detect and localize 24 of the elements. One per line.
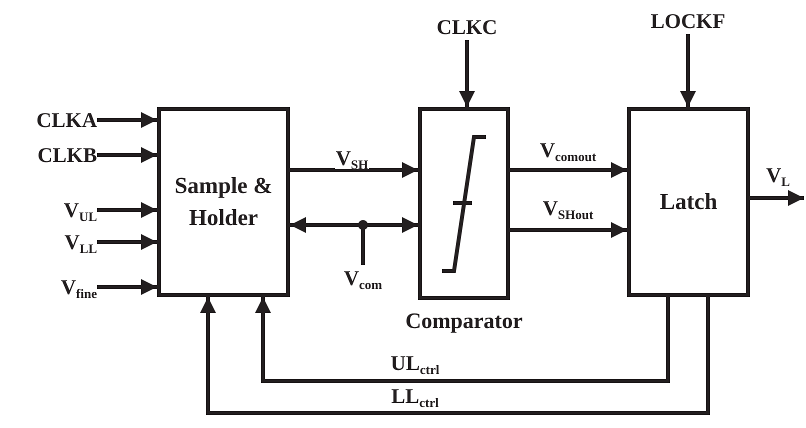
signal-label: CLKA bbox=[5, 109, 97, 132]
arrow bbox=[510, 162, 627, 178]
signal-label: LOCKF bbox=[640, 8, 736, 34]
arrow bbox=[200, 297, 710, 415]
signal-label: V$_{UL}$ bbox=[5, 199, 97, 222]
signal-label: CLKC bbox=[422, 14, 512, 40]
signal-label: V$_{LL}$ bbox=[5, 231, 97, 254]
arrow bbox=[97, 234, 157, 250]
arrow bbox=[680, 34, 696, 107]
arrow bbox=[97, 147, 157, 163]
signal-label: V$_{fine}$ bbox=[5, 276, 97, 299]
signal-label: V$_{com}$ bbox=[333, 265, 393, 292]
arrow bbox=[459, 40, 475, 107]
arrow bbox=[97, 202, 157, 218]
arrow bbox=[750, 190, 804, 206]
arrow bbox=[510, 222, 627, 238]
arrow bbox=[97, 279, 157, 295]
block-label: Comparator bbox=[404, 310, 524, 332]
signal-label: CLKB bbox=[5, 144, 97, 167]
block-label: Latch bbox=[658, 188, 718, 216]
arrow bbox=[255, 297, 670, 383]
block-label: Sample & Holder bbox=[174, 172, 274, 232]
arrow bbox=[97, 112, 157, 128]
arrow bbox=[290, 162, 418, 178]
